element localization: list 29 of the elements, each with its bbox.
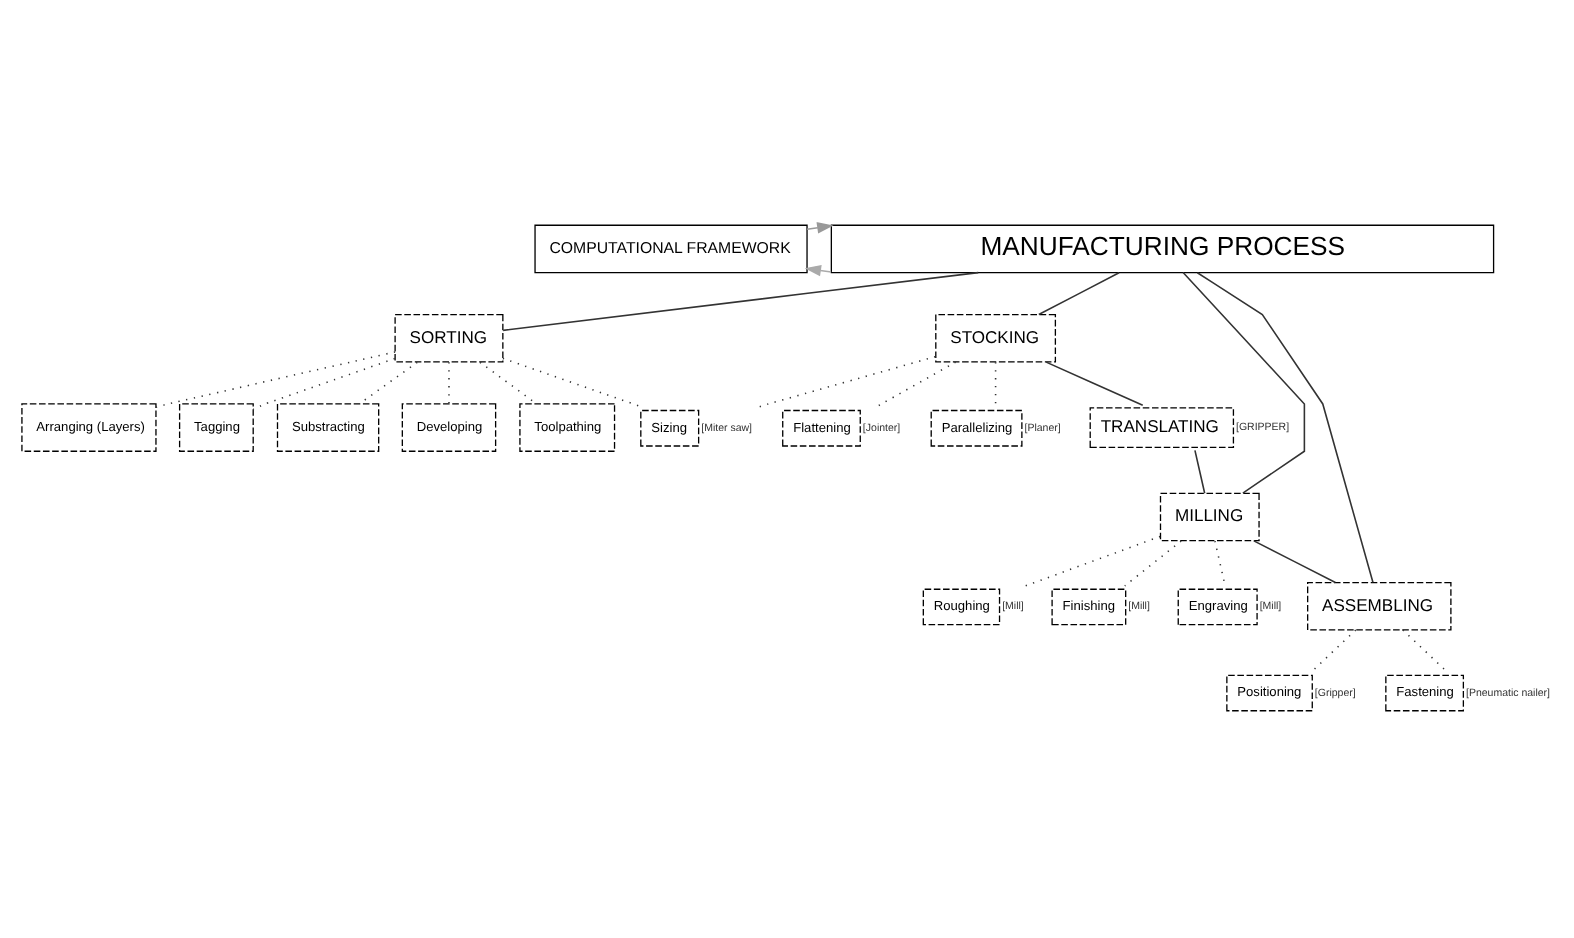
connector — [358, 361, 418, 405]
node-box: MANUFACTURING PROCESS — [830, 224, 1495, 274]
connector — [479, 361, 538, 405]
arrow — [806, 222, 834, 234]
connector — [1253, 540, 1337, 584]
connector — [1402, 629, 1448, 673]
connector — [1196, 271, 1374, 584]
node-box: TRANSLATING — [1089, 407, 1235, 448]
connector — [502, 357, 644, 408]
connector — [1038, 272, 1120, 316]
connector — [1123, 540, 1182, 587]
node-box: ASSEMBLING — [1307, 582, 1452, 631]
connector — [1214, 540, 1226, 587]
connector — [448, 361, 450, 405]
connector — [1182, 271, 1306, 494]
connector — [252, 357, 396, 411]
connector — [1311, 629, 1357, 673]
node-box: MILLING — [1159, 492, 1260, 542]
connector — [155, 351, 396, 409]
connector — [875, 361, 957, 408]
connector — [1194, 449, 1206, 495]
connector — [1045, 361, 1144, 406]
connector — [994, 361, 997, 408]
arrow — [804, 264, 832, 277]
connector — [1024, 535, 1161, 587]
node-box: STOCKING — [935, 313, 1057, 363]
node-box: SORTING — [394, 313, 504, 363]
connector — [755, 355, 937, 409]
connector — [502, 271, 980, 332]
